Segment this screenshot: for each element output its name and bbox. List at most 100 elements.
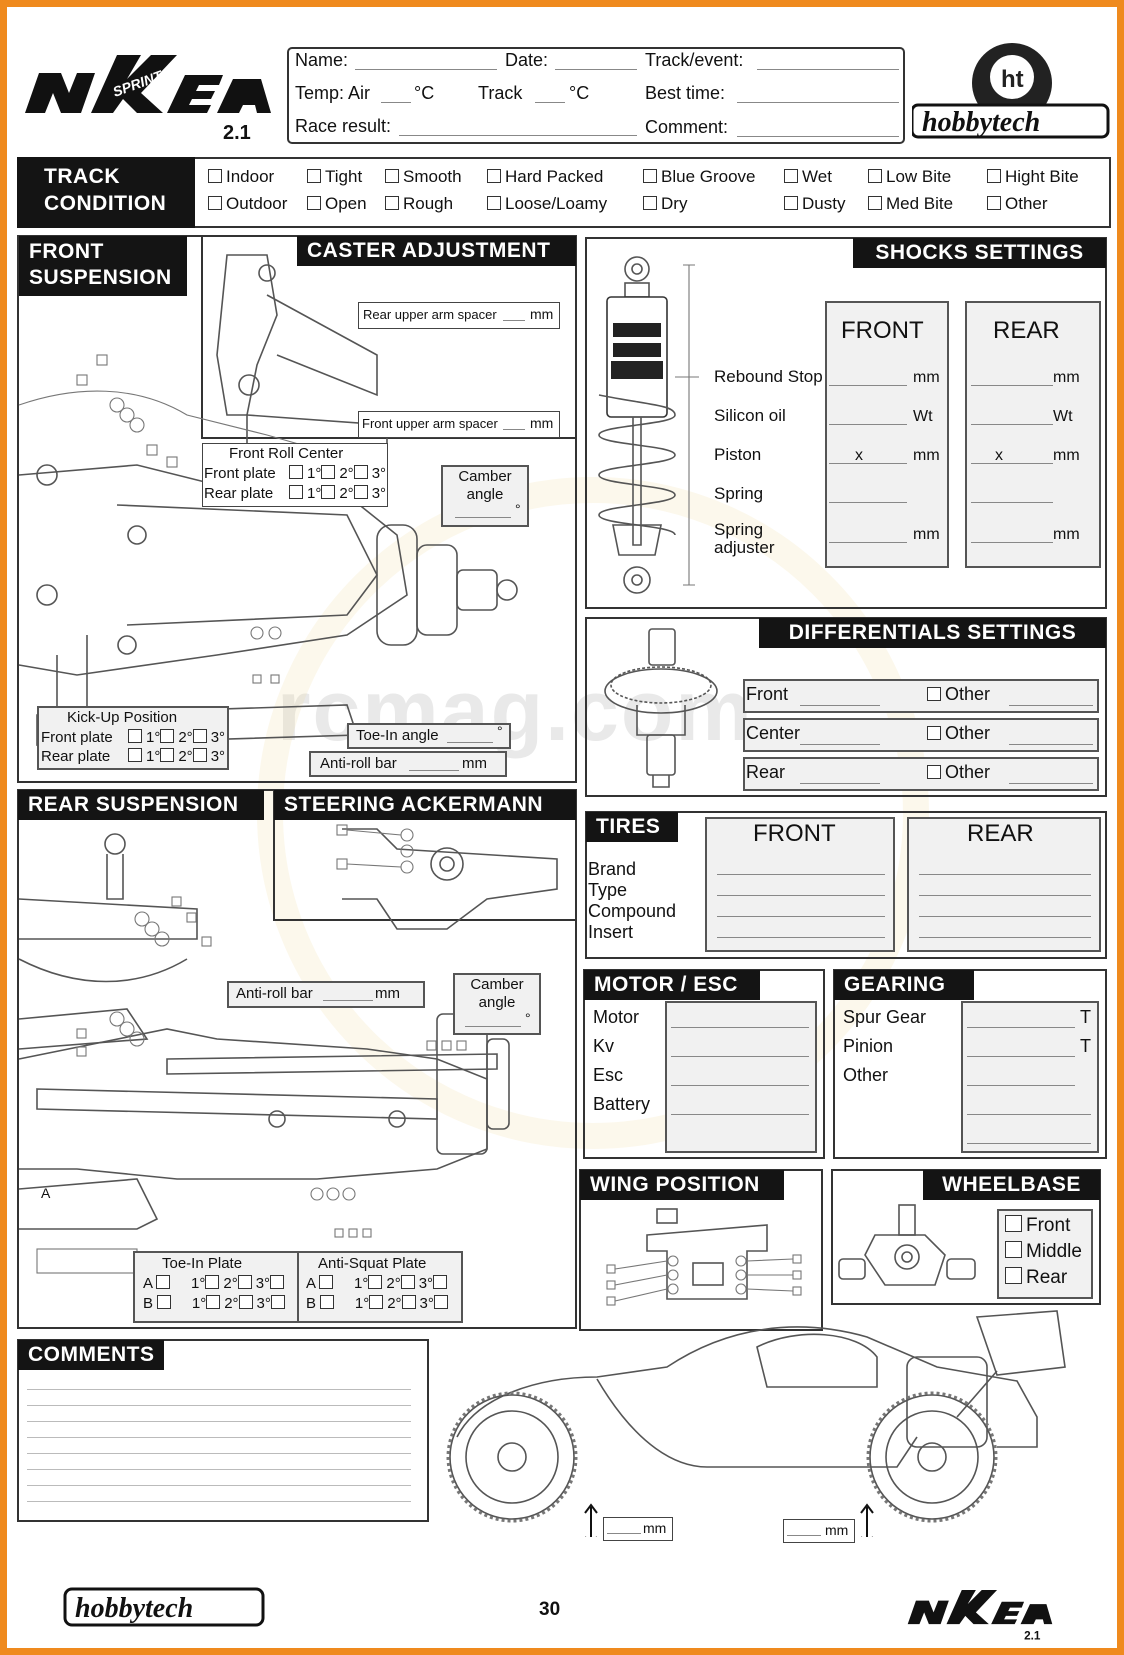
rear-camber-field[interactable] [465,1026,521,1027]
rear-anti-roll-field[interactable] [323,1000,373,1001]
front-shock-piston-field[interactable] [829,463,907,464]
gearing-extra-field[interactable] [967,1143,1091,1144]
gearing-pinion-field[interactable] [967,1056,1075,1057]
track-option-outdoor[interactable]: Outdoor [208,194,287,214]
checkbox[interactable] [643,196,657,210]
diff-front-field[interactable] [800,705,880,706]
checkbox[interactable] [868,169,882,183]
front-shock-silicon-oil-field[interactable] [829,424,907,425]
front-camber-field[interactable] [455,517,511,518]
kickup-rear-options[interactable]: 1°2°3° [128,748,225,765]
temp-air-field[interactable] [381,102,411,103]
checkbox[interactable] [784,169,798,183]
checkbox[interactable] [927,765,941,779]
diff-front-other-field[interactable] [1009,705,1093,706]
front-tire-insert-field[interactable] [717,937,885,938]
track-option-indoor[interactable]: Indoor [208,167,274,187]
rear-tire-insert-field[interactable] [919,937,1091,938]
checkbox[interactable] [385,196,399,210]
track-option-smooth[interactable]: Smooth [385,167,462,187]
track-option-low-bite[interactable]: Low Bite [868,167,951,187]
front-tire-type-field[interactable] [717,895,885,896]
wheelbase-option-rear[interactable]: Rear [1005,1267,1067,1289]
comment-line[interactable] [27,1501,411,1502]
checkbox[interactable] [307,169,321,183]
rear-shock-rebound-stop-field[interactable] [971,385,1053,386]
toe-in-plate-b[interactable]: B 1°2°3° [143,1295,289,1312]
checkbox[interactable] [927,726,941,740]
rear-shock-silicon-oil-field[interactable] [971,424,1053,425]
checkbox[interactable] [208,169,222,183]
track-option-wet[interactable]: Wet [784,167,832,187]
toe-in-plate-a[interactable]: A 1°2°3° [143,1275,288,1292]
front-roll-center-front-options[interactable]: 1°2°3° [289,465,386,482]
gearing-extra-field[interactable] [967,1114,1091,1115]
diff-center-other-option[interactable]: Other [927,723,990,744]
motor-kv-field[interactable] [671,1056,809,1057]
diff-rear-field[interactable] [800,783,880,784]
front-tire-brand-field[interactable] [717,874,885,875]
kickup-front-options[interactable]: 1°2°3° [128,729,225,746]
diff-rear-other-field[interactable] [1009,783,1093,784]
wheelbase-option-middle[interactable]: Middle [1005,1241,1082,1263]
motor-motor-field[interactable] [671,1027,809,1028]
track-option-dry[interactable]: Dry [643,194,687,214]
track-option-med-bite[interactable]: Med Bite [868,194,953,214]
track-option-dusty[interactable]: Dusty [784,194,845,214]
date-field[interactable] [555,69,637,70]
checkbox[interactable] [868,196,882,210]
comment-line[interactable] [27,1389,411,1390]
checkbox[interactable] [987,169,1001,183]
comment-line[interactable] [27,1453,411,1454]
rear-tire-brand-field[interactable] [919,874,1091,875]
anti-squat-plate-b[interactable]: B 1°2°3° [306,1295,452,1312]
comment-line[interactable] [27,1469,411,1470]
diff-rear-other-option[interactable]: Other [927,762,990,783]
comment-line[interactable] [27,1437,411,1438]
best-time-field[interactable] [737,102,899,103]
gearing-spur-gear-field[interactable] [967,1027,1075,1028]
diff-front-other-option[interactable]: Other [927,684,990,705]
front-shock-rebound-stop-field[interactable] [829,385,907,386]
comment-line[interactable] [27,1405,411,1406]
race-result-field[interactable] [399,135,637,136]
checkbox[interactable] [643,169,657,183]
track-option-rough[interactable]: Rough [385,194,453,214]
checkbox[interactable] [1005,1241,1022,1258]
track-temp-field[interactable] [535,102,565,103]
gearing-other-field[interactable] [967,1085,1075,1086]
diff-center-field[interactable] [800,744,880,745]
motor-battery-field[interactable] [671,1114,809,1115]
front-ride-height-field[interactable] [607,1533,641,1534]
rear-shock-spring-field[interactable] [971,502,1053,503]
checkbox[interactable] [927,687,941,701]
diff-center-other-field[interactable] [1009,744,1093,745]
checkbox[interactable] [487,196,501,210]
wheelbase-option-front[interactable]: Front [1005,1215,1070,1237]
rear-tire-compound-field[interactable] [919,916,1091,917]
track-option-loose-loamy[interactable]: Loose/Loamy [487,194,607,214]
comment-line[interactable] [27,1485,411,1486]
comment-field[interactable] [737,136,899,137]
comment-line[interactable] [27,1421,411,1422]
motor-esc-field[interactable] [671,1085,809,1086]
checkbox[interactable] [307,196,321,210]
front-shock-spring-field[interactable] [829,502,907,503]
rear-tire-type-field[interactable] [919,895,1091,896]
rear-shock-piston-field[interactable] [971,463,1053,464]
checkbox[interactable] [487,169,501,183]
front-anti-roll-field[interactable] [409,770,459,771]
anti-squat-plate-a[interactable]: A 1°2°3° [306,1275,451,1292]
checkbox[interactable] [987,196,1001,210]
name-field[interactable] [355,69,497,70]
checkbox[interactable] [385,169,399,183]
front-tire-compound-field[interactable] [717,916,885,917]
front-upper-arm-spacer-field[interactable] [503,429,525,430]
rear-shock-spring-adjuster-field[interactable] [971,542,1053,543]
rear-ride-height-field[interactable] [787,1535,821,1536]
track-option-tight[interactable]: Tight [307,167,362,187]
rear-upper-arm-spacer-field[interactable] [503,320,525,321]
toe-in-angle-field[interactable] [447,742,493,743]
front-roll-center-rear-options[interactable]: 1°2°3° [289,485,386,502]
track-event-field[interactable] [757,69,899,70]
